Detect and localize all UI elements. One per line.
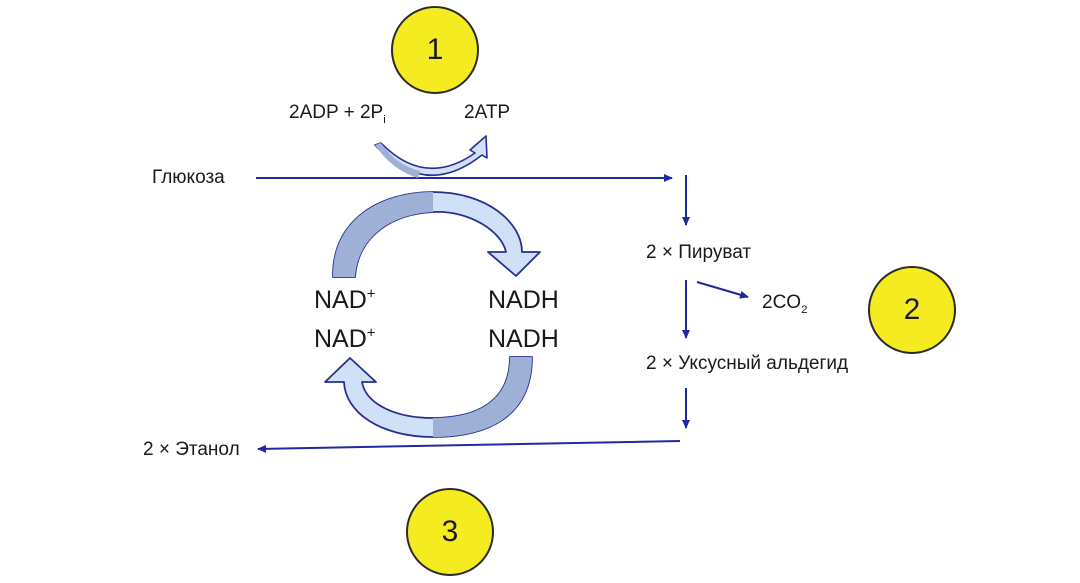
atp-curve-shade bbox=[375, 143, 420, 178]
step-badge-3: 3 bbox=[406, 488, 494, 576]
acetaldehyde-label: 2 × Уксусный альдегид bbox=[646, 353, 849, 374]
adp-label: 2ADP + 2Pi bbox=[289, 102, 386, 126]
nad-label-bottom: NAD+ bbox=[314, 324, 376, 353]
co2-label: 2CO2 bbox=[762, 292, 808, 316]
nad-label-top: NAD+ bbox=[314, 285, 376, 314]
nadh-label-bottom: NADH bbox=[488, 325, 559, 353]
glucose-label: Глюкоза bbox=[152, 167, 225, 188]
nadh-oxidation-shade bbox=[433, 357, 532, 437]
step-badge-1: 1 bbox=[391, 6, 479, 94]
pyruvate-label: 2 × Пируват bbox=[646, 242, 752, 263]
ethanol-label: 2 × Этанол bbox=[143, 439, 240, 460]
co2-arrow bbox=[696, 281, 749, 299]
atp-label: 2ATP bbox=[464, 102, 511, 123]
nad-reduction-shade bbox=[332, 192, 433, 277]
nadh-label-top: NADH bbox=[488, 286, 559, 314]
ethanol-arrow bbox=[257, 440, 681, 453]
atp-curve-arrow bbox=[374, 135, 488, 176]
step-badge-2: 2 bbox=[868, 266, 956, 354]
